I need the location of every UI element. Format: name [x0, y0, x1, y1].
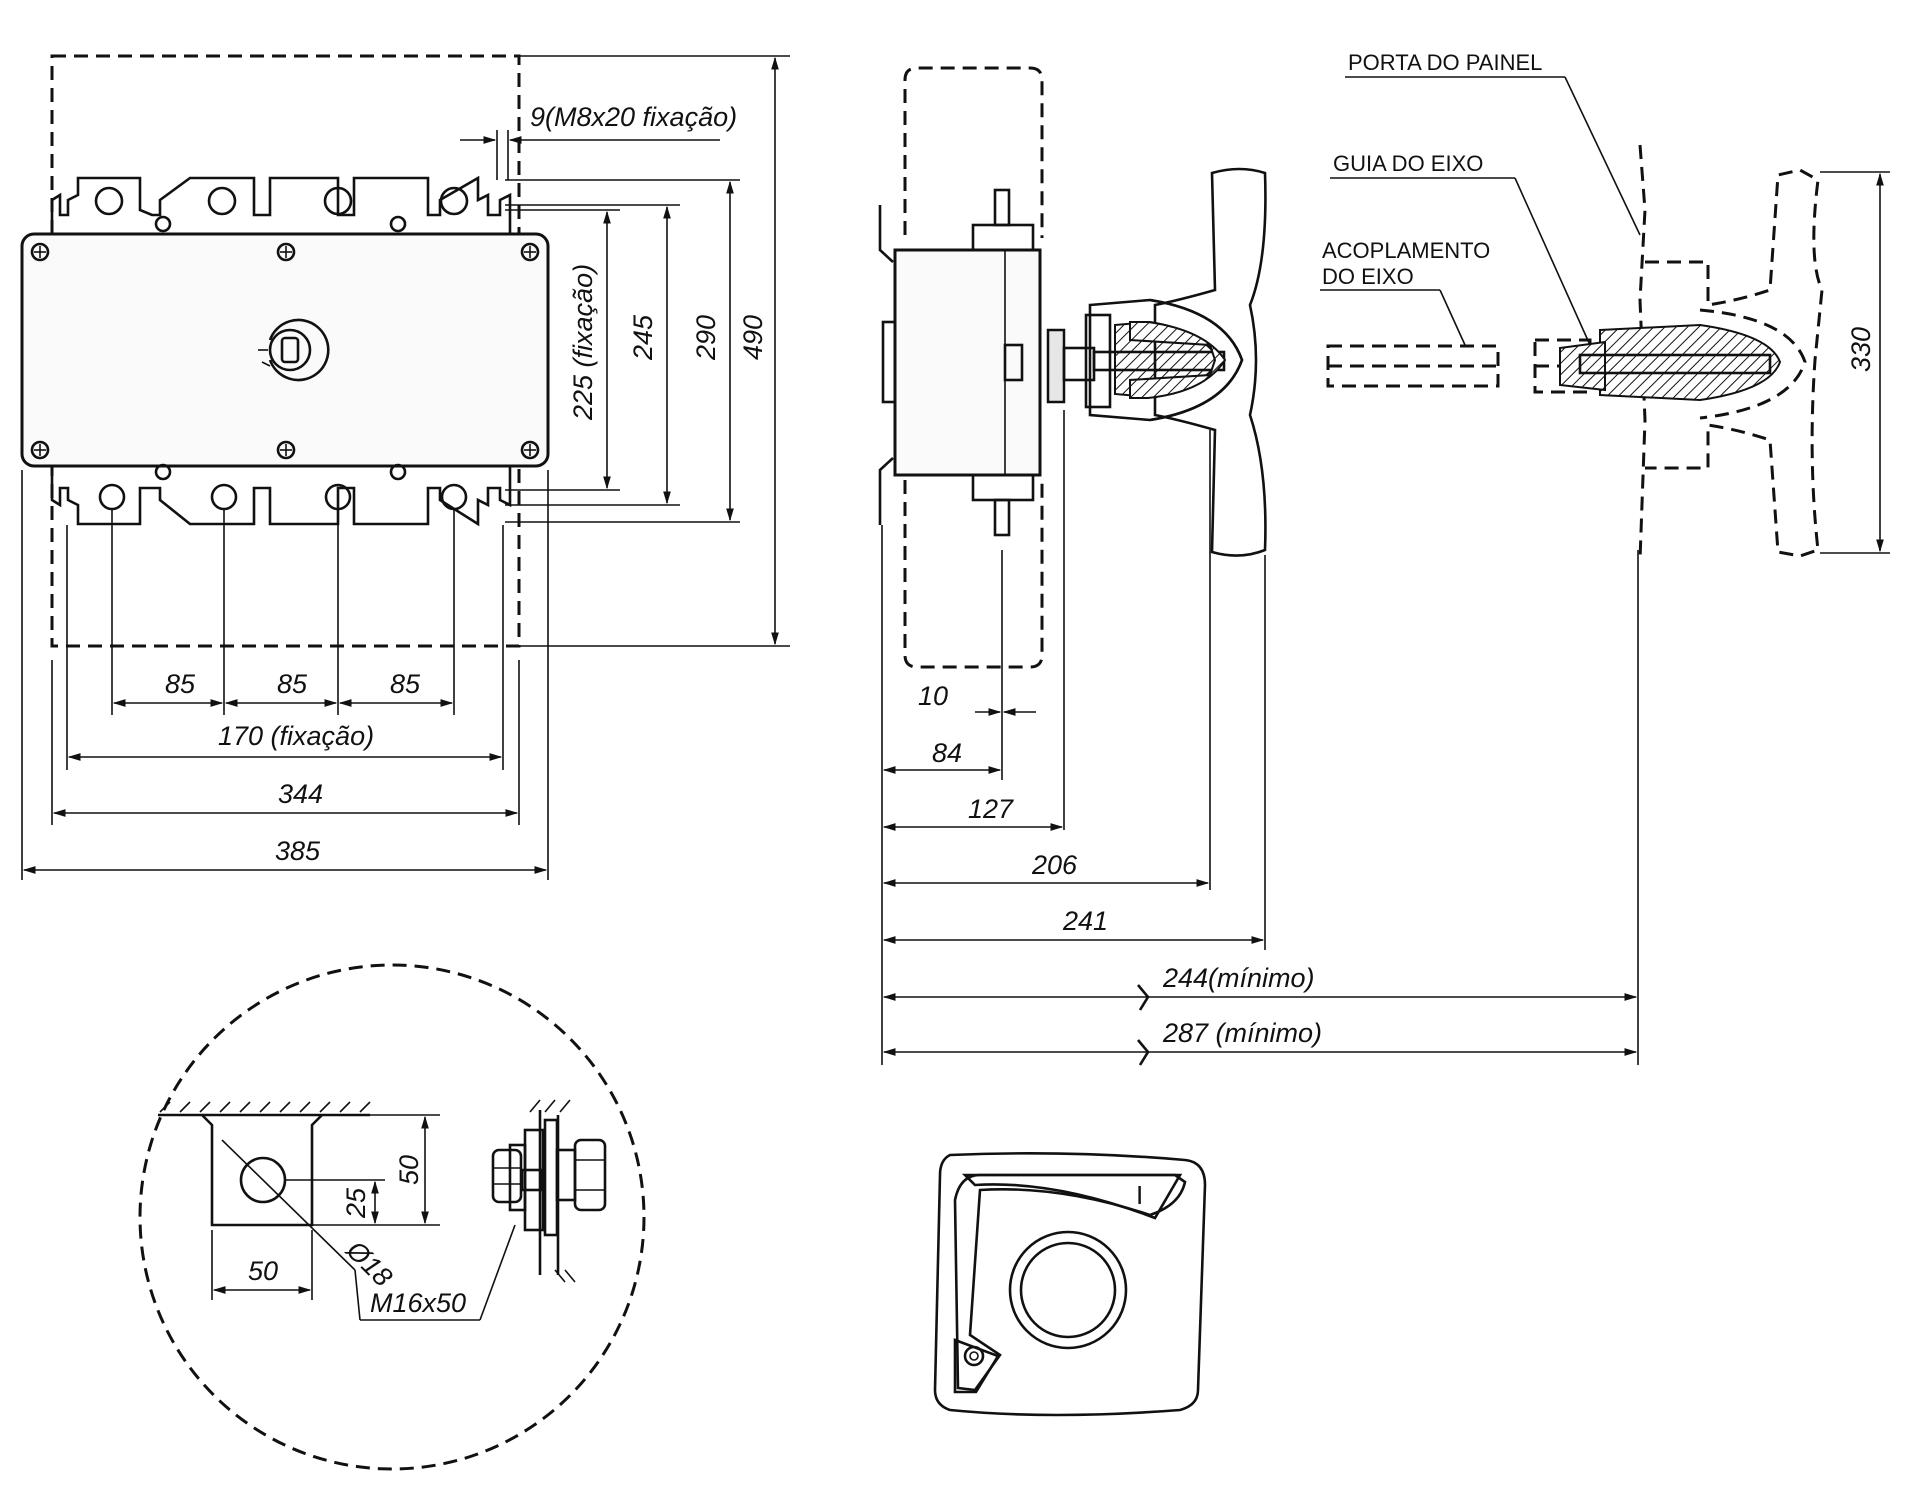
dim-127: 127 — [968, 794, 1014, 824]
front-dimension-lines — [22, 56, 779, 874]
label-panel-door: PORTA DO PAINEL — [1348, 50, 1542, 75]
side-view: 10 84 127 206 241 244(mínimo) 287 (mínim… — [878, 66, 1639, 1066]
dim-344: 344 — [278, 779, 323, 809]
label-coupling-line1: ACOPLAMENTO — [1322, 238, 1490, 263]
dim-206: 206 — [1031, 850, 1078, 880]
side-dimension-lines — [882, 708, 1638, 1066]
dim-bolt-m16: M16x50 — [370, 1288, 466, 1318]
dim-hole-diameter: Ø18 — [340, 1234, 398, 1292]
dim-terminal-50-width: 50 — [248, 1256, 278, 1286]
handle-front-view: I — [933, 1152, 1207, 1417]
dim-287-minimum: 287 (mínimo) — [1162, 1018, 1322, 1048]
operating-shaft-icon — [258, 318, 330, 382]
dim-385: 385 — [275, 836, 321, 866]
dim-pole-pitch-2: 85 — [277, 669, 308, 699]
handle-plate — [933, 1152, 1207, 1417]
panel-door — [1638, 144, 1647, 561]
dim-170-fixing: 170 (fixação) — [218, 721, 374, 751]
dim-84: 84 — [932, 738, 962, 768]
label-shaft-guide: GUIA DO EIXO — [1333, 151, 1483, 176]
dim-245: 245 — [628, 314, 658, 361]
bottom-terminals — [50, 463, 512, 527]
label-coupling-line2: DO EIXO — [1322, 264, 1414, 289]
dim-330: 330 — [1846, 327, 1876, 372]
dim-pole-pitch-1: 85 — [165, 669, 196, 699]
switch-body-side — [893, 248, 1042, 477]
dim-225-fixing: 225 (fixação) — [568, 264, 598, 421]
handle-knob-inner — [1019, 1241, 1117, 1339]
on-position-mark: I — [1136, 1180, 1143, 1210]
terminal-detail: 50 25 50 Ø18 M16x50 — [138, 963, 646, 1471]
dim-290: 290 — [691, 315, 721, 361]
dim-244-minimum: 244(mínimo) — [1162, 963, 1315, 993]
door-mounted-view: 330 PORTA DO PAINEL GUIA DO EIXO ACOPLAM… — [1320, 50, 1890, 561]
dim-bolt-fixing: 9(M8x20 fixação) — [530, 102, 737, 132]
body-screws — [30, 242, 540, 460]
front-view: 9(M8x20 fixação) 225 (fixação) 245 290 4… — [20, 54, 790, 880]
dim-terminal-25: 25 — [341, 1187, 371, 1219]
bolt-assembly-icon — [491, 1099, 607, 1283]
top-terminals — [50, 175, 512, 235]
dim-490: 490 — [738, 315, 768, 360]
dim-pole-pitch-3: 85 — [390, 669, 421, 699]
switch-body-front — [20, 232, 550, 468]
dim-terminal-50-height: 50 — [394, 1155, 424, 1185]
handle-knob-outer — [1008, 1230, 1128, 1350]
dim-10: 10 — [918, 681, 948, 711]
dim-241: 241 — [1062, 906, 1108, 936]
front-extension-lines — [21, 55, 790, 880]
